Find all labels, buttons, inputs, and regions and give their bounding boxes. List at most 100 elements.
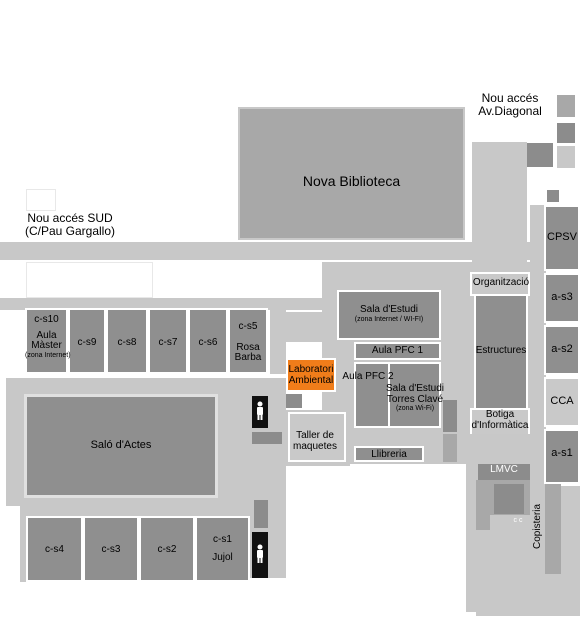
label-line: Màster: [31, 340, 62, 351]
c-s5-label: c-s5 Rosa Barba: [228, 321, 268, 364]
label-line: Ambiental: [288, 374, 334, 386]
label-line: Sala d'Estudi: [359, 304, 419, 315]
nova-biblioteca-label: Nova Biblioteca: [302, 173, 401, 189]
a-s3-label: a-s3: [551, 291, 573, 303]
label-line: Av.Diagonal: [478, 103, 542, 118]
room-a-s3[interactable]: [544, 273, 580, 323]
room-a-s1[interactable]: [544, 429, 580, 484]
estructures-label: Estructures: [475, 345, 527, 356]
access-block: [557, 146, 575, 168]
room-c-s4[interactable]: [26, 516, 83, 582]
label-line: c-s1: [213, 534, 232, 545]
access-block: [557, 95, 575, 117]
room-c-s1[interactable]: [195, 516, 250, 582]
room-c-s9[interactable]: [68, 308, 106, 374]
cpsv-label: CPSV: [547, 231, 577, 243]
room-llibreria[interactable]: [354, 446, 424, 462]
room-lmvc[interactable]: [478, 462, 530, 480]
room-cca[interactable]: [544, 377, 580, 427]
corridor: [460, 434, 536, 464]
copisteria-label: Copisteria: [532, 504, 544, 549]
aula-pfc1-label: Aula PFC 1: [371, 345, 424, 356]
room-laboratori-ambiental[interactable]: [286, 358, 336, 392]
corridor: [286, 312, 322, 342]
nou-acces-diagonal-label: Nou accés Av.Diagonal: [470, 92, 550, 117]
label-line: Nou accés SUD: [27, 211, 113, 225]
c-s8-label: c-s8: [117, 337, 137, 348]
cca-label: CCA: [550, 395, 574, 407]
wc-person-icon: [257, 544, 263, 563]
room-a-s2[interactable]: [544, 325, 580, 375]
c-s4-label: c-s4: [45, 544, 64, 555]
east-block: [547, 190, 559, 202]
a-s2-label: a-s2: [551, 343, 573, 355]
label-line: Barba: [234, 352, 262, 363]
label-line: c-s10: [34, 314, 59, 325]
room-c-s10[interactable]: [25, 308, 68, 374]
room-salo-actes[interactable]: [24, 394, 218, 498]
label-line: d'Informàtica: [471, 419, 529, 431]
a-s1-label: a-s1: [551, 447, 573, 459]
label-line: Nou accés: [481, 91, 539, 105]
room-c-s8[interactable]: [106, 308, 148, 374]
east-corridor: [530, 205, 545, 325]
label-subline: (zona Internet): [25, 351, 71, 359]
sala-estudi-label: Sala d'Estudi (zona Internet / WI-FI): [337, 304, 441, 323]
label-line: maquetes: [293, 440, 337, 452]
room-c-s6[interactable]: [188, 308, 228, 374]
room-c-s7[interactable]: [148, 308, 188, 374]
room-copisteria[interactable]: [545, 484, 561, 574]
room-c-s5[interactable]: [228, 308, 268, 374]
nou-acces-sud-label: Nou accés SUD (C/Pau Gargallo): [10, 212, 130, 237]
llibreria-label: Llibreria: [371, 449, 407, 460]
taller-maquetes-label: Taller de maquetes: [286, 430, 344, 452]
east-connector: [472, 142, 527, 262]
organitzacio-label: Organització: [472, 277, 530, 288]
stair-block: [252, 432, 282, 444]
corridor: [0, 298, 322, 310]
label-line: Jujol: [212, 551, 233, 563]
label-line: Sala d'Estudi: [385, 383, 445, 394]
laboratori-ambiental-label: Laboratori Ambiental: [284, 364, 338, 386]
room-c-s2[interactable]: [139, 516, 195, 582]
wc-zone: [490, 515, 530, 530]
c-s6-label: c-s6: [198, 337, 218, 348]
lmvc-label: LMVC: [490, 464, 518, 475]
room-estructures[interactable]: [474, 294, 528, 410]
stair-block: [443, 434, 457, 462]
room-cpsv[interactable]: [544, 205, 580, 271]
label-line: Torres Clavé: [386, 393, 444, 405]
room-taller-maquetes[interactable]: [288, 412, 346, 462]
corridor: [270, 308, 286, 374]
nova-biblioteca-building: [238, 107, 465, 240]
c-s9-label: c-s9: [77, 337, 97, 348]
stair-block: [286, 394, 302, 408]
cc-glyph: c c: [513, 517, 523, 524]
room-sala-torres-clave[interactable]: [388, 362, 441, 428]
c-s10-label: c-s10 Aula Màster (zona Internet): [25, 314, 71, 359]
room-aula-pfc1[interactable]: [354, 342, 441, 360]
outline-block: [26, 189, 56, 211]
aula-pfc2-label: Aula PFC 2: [342, 371, 394, 382]
label-line: (C/Pau Gargallo): [24, 223, 116, 238]
room-sala-estudi[interactable]: [337, 290, 441, 340]
salo-actes-label: Saló d'Actes: [90, 439, 152, 451]
c-s1-label: c-s1 Jujol: [195, 534, 250, 563]
label-subline: (zona Wi-Fi): [395, 405, 435, 412]
label-subline: (zona Internet / WI-FI): [354, 315, 424, 323]
label-line: c-s5: [238, 321, 258, 332]
label-line: Botiga: [485, 409, 515, 420]
label-line: Rosa: [236, 341, 260, 353]
label-line: Taller de: [296, 430, 334, 441]
east-annex: [476, 530, 544, 616]
lmvc-inner: [494, 484, 524, 514]
access-block: [557, 123, 575, 143]
outline-block: [26, 262, 153, 298]
c-s2-label: c-s2: [157, 544, 177, 555]
wc-person-icon: [257, 401, 263, 420]
access-block: [527, 143, 553, 167]
label-line: Aula: [36, 329, 57, 341]
room-c-s3[interactable]: [83, 516, 139, 582]
label-line: Laboratori: [288, 364, 334, 375]
